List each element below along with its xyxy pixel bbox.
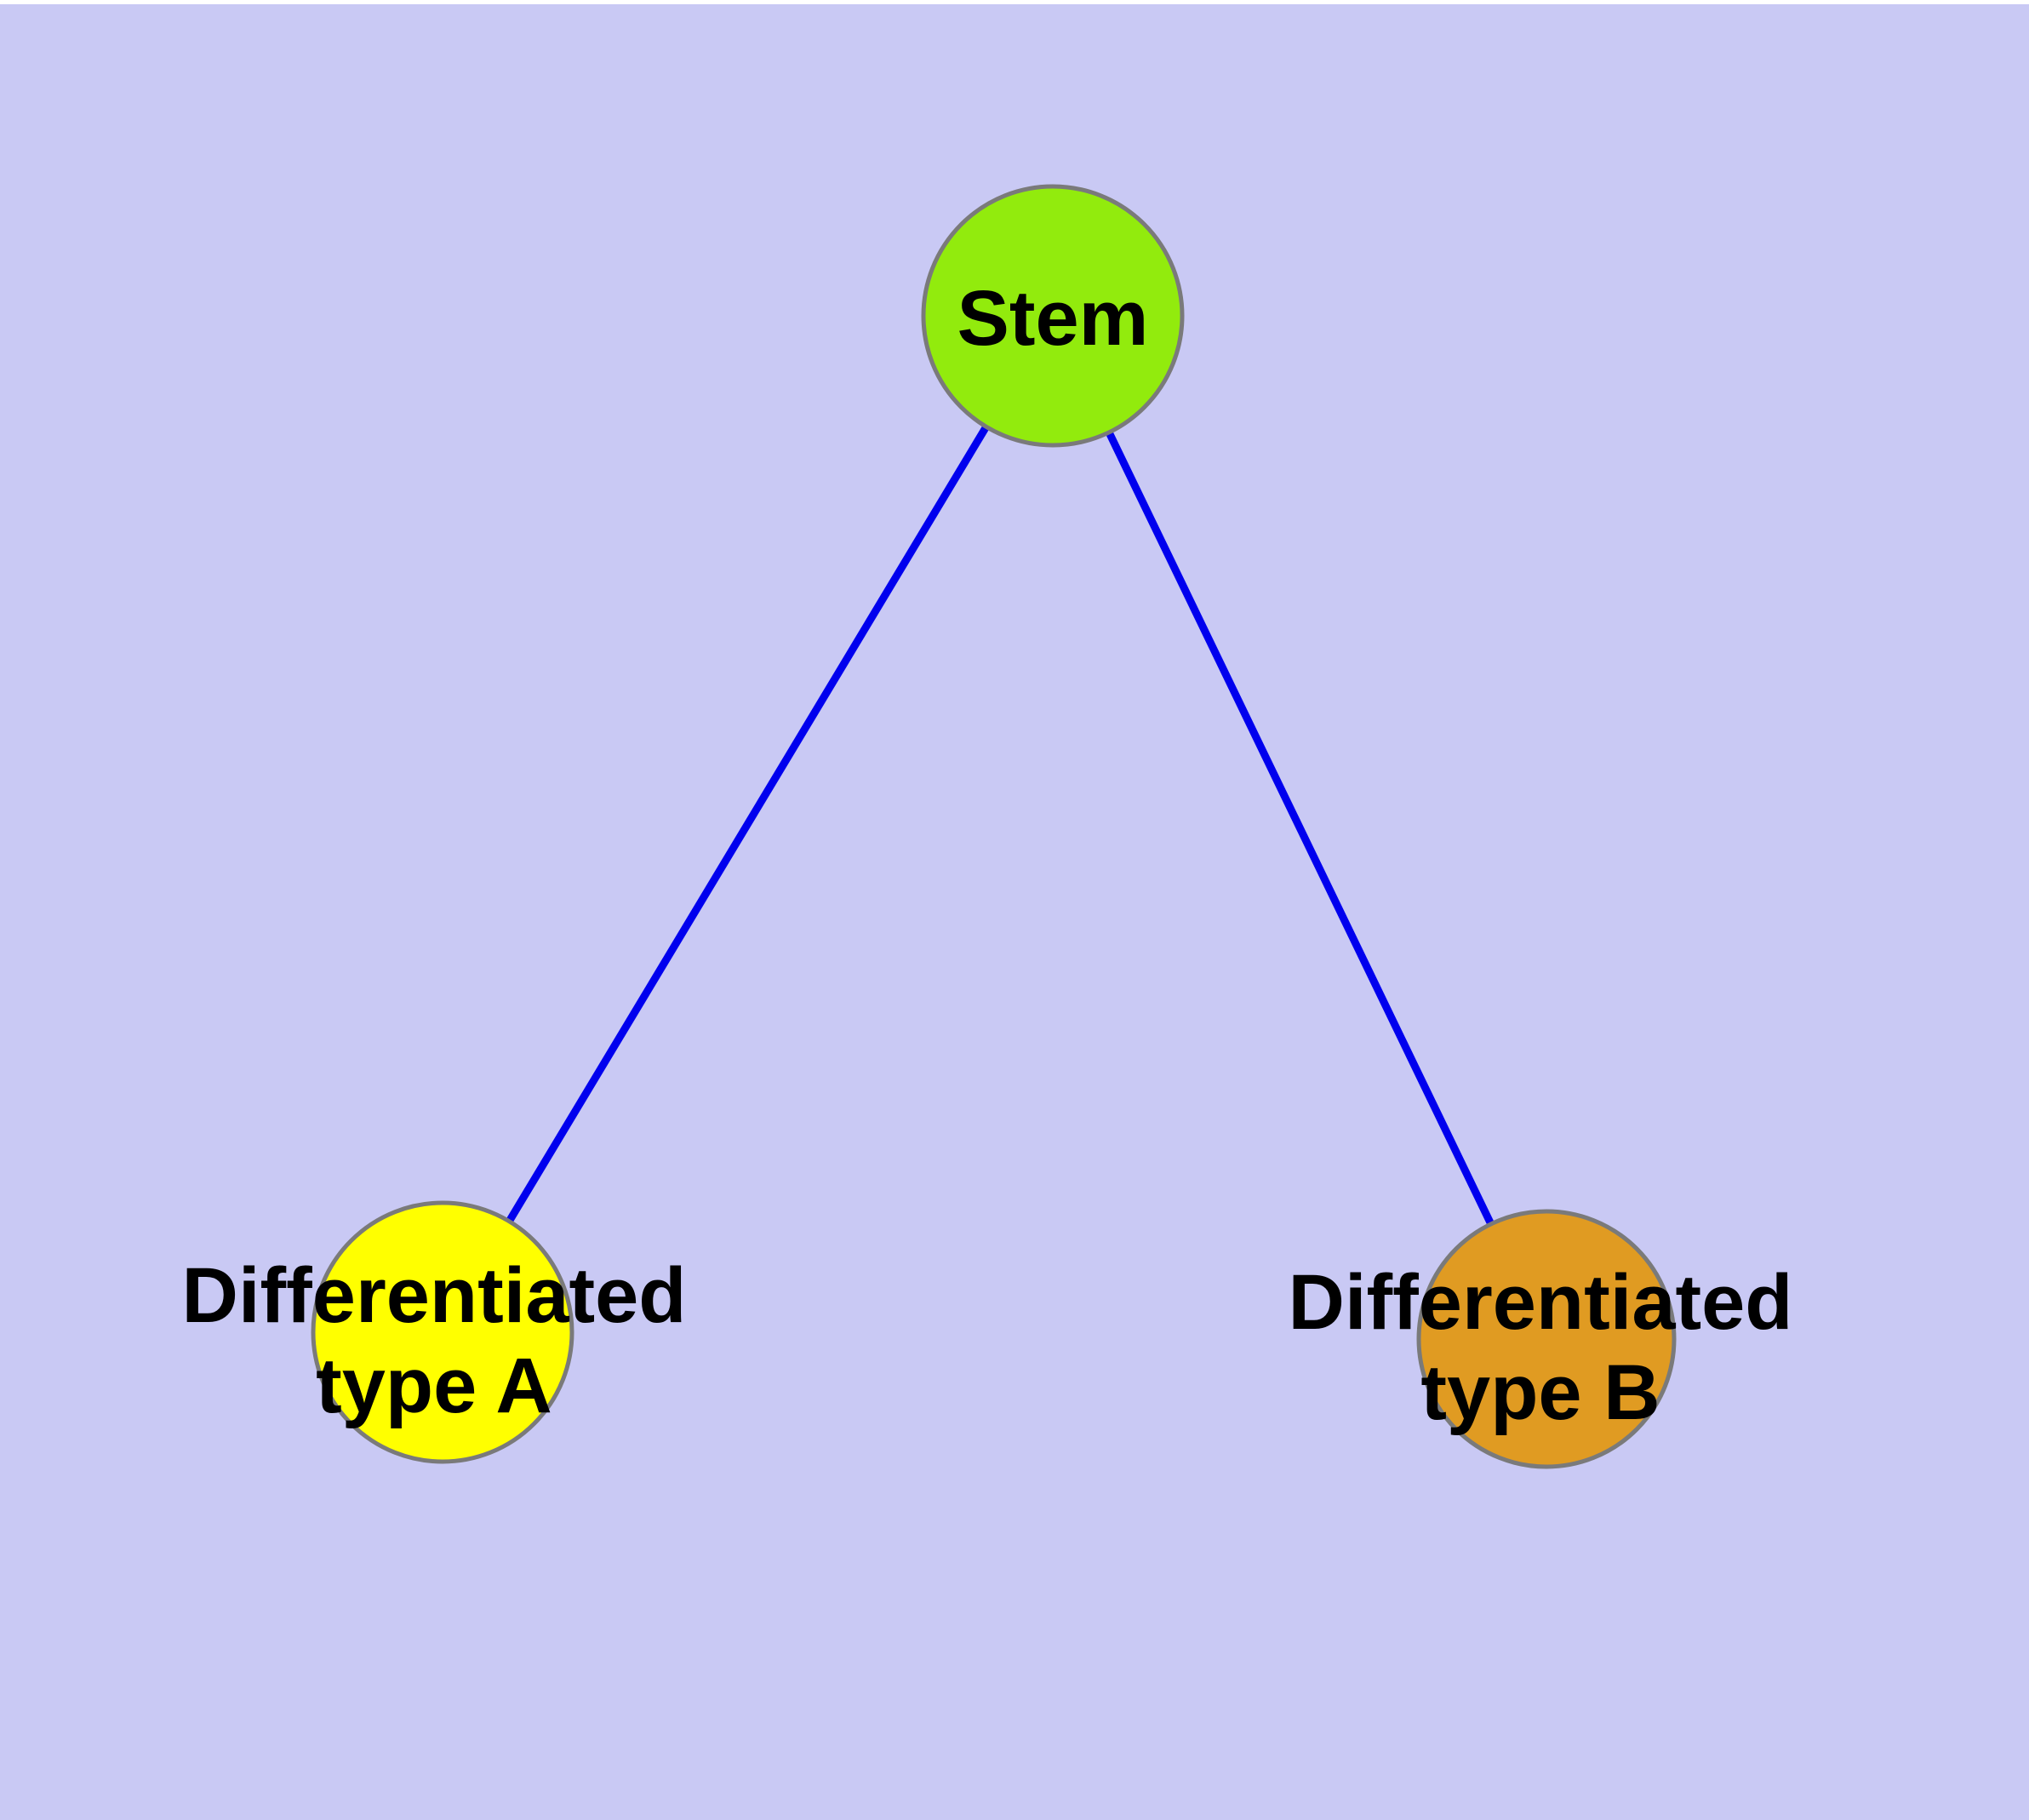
edge-stem-to-type-b (1049, 314, 1551, 1341)
stem-node (921, 184, 1185, 448)
edge-stem-to-type-a (439, 313, 1056, 1335)
type-a-node-label-line1: Differentiated (182, 1252, 687, 1339)
top-white-strip (0, 0, 2029, 4)
type-a-node (311, 1200, 574, 1464)
type-a-node-label-line2: type A (316, 1342, 552, 1429)
type-b-node-label-line2: type B (1420, 1349, 1660, 1436)
type-b-node (1416, 1209, 1677, 1469)
type-b-node-label-line1: Differentiated (1289, 1259, 1793, 1346)
stem-node-label: Stem (957, 275, 1149, 362)
